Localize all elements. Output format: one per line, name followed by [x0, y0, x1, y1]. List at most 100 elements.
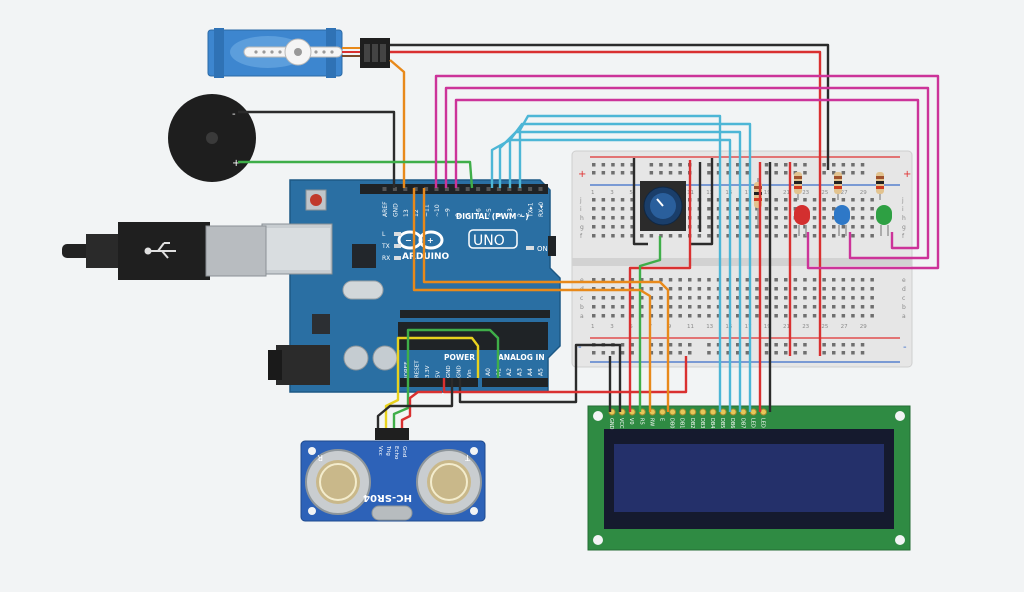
column-number: 27: [841, 324, 848, 330]
lcd-pin-label: GND: [608, 418, 614, 430]
digital-pin-label: TX▸1: [528, 202, 535, 218]
column-number: 9: [668, 324, 672, 330]
column-number: 3: [610, 324, 614, 330]
row-label: g: [580, 224, 584, 231]
sensor-side-r: R: [317, 453, 323, 462]
lcd-pin-label: RS: [638, 418, 644, 425]
digital-pin-label: ~5: [486, 208, 493, 217]
power-pin-label: Vin: [467, 369, 473, 378]
rail-plus-label: +: [578, 169, 586, 180]
status-led-label: L: [382, 231, 386, 238]
lcd-pin-label: DB6: [729, 418, 735, 428]
rail-minus-label-right: -: [903, 342, 907, 353]
power-pin-label: RESET: [415, 360, 421, 378]
usb-icon: [144, 242, 176, 259]
arduino-brand-text: ARDUINO: [402, 252, 450, 262]
digital-label: DIGITAL (PWM ~): [456, 212, 529, 221]
column-number: 5: [629, 190, 633, 196]
column-number: 11: [687, 324, 694, 330]
row-label: e: [902, 277, 906, 284]
row-label: j: [901, 197, 904, 204]
lcd-pin-label: DB3: [699, 418, 705, 428]
buzzer-plus-label: +: [232, 158, 240, 169]
analog-pin-label: A4: [527, 368, 534, 376]
lcd-pin-label: LED: [760, 418, 766, 428]
row-label: i: [902, 206, 904, 213]
led-red: [794, 205, 810, 236]
analog-pin-label: A0: [485, 368, 492, 376]
digital-pin-label: ~9: [444, 208, 451, 217]
wire-led-blue: [444, 86, 930, 260]
resistor-2: [794, 172, 802, 200]
column-number: 3: [610, 190, 614, 196]
wire-servo-gnd: [390, 43, 830, 170]
analog-pin-label: A3: [517, 368, 524, 376]
row-label: i: [580, 206, 582, 213]
sensor-pin-label: Echo: [393, 446, 399, 460]
row-label: c: [902, 295, 905, 302]
power-pin-label: GND: [446, 365, 452, 378]
sensor-side-t: T: [465, 453, 471, 462]
column-number: 25: [821, 324, 828, 330]
row-label: d: [902, 286, 906, 293]
column-number: 13: [706, 324, 713, 330]
column-number: 17: [745, 324, 752, 330]
lcd-pin-label: DB5: [719, 418, 725, 428]
status-led-label: TX: [381, 243, 390, 250]
wire-servo-signal: [389, 59, 406, 188]
column-number: 21: [783, 324, 790, 330]
digital-pin-label: ~10: [434, 204, 441, 217]
row-label: f: [580, 233, 583, 240]
lcd-pin-label: VCC: [618, 418, 624, 429]
lcd-pin-label: DB1: [679, 418, 685, 428]
wire-5v: [442, 356, 688, 394]
column-number: 1: [591, 190, 595, 196]
wire-servo-vcc: [390, 50, 822, 356]
column-number: 27: [841, 190, 848, 196]
wire-lcd-db5: [508, 122, 752, 412]
column-number: 25: [821, 190, 828, 196]
analog-pin-label: A5: [538, 368, 545, 376]
digital-pin-label: GND: [392, 203, 399, 217]
sensor-model-label: HC-SR04: [363, 492, 412, 503]
wire-pot-vcc-side: [690, 158, 714, 246]
rail-plus-label-right: +: [903, 169, 911, 180]
rail-minus-label: -: [578, 342, 582, 353]
lcd-pin-label: V0: [628, 418, 634, 425]
row-label: b: [580, 304, 584, 311]
digital-pin-label: 8: [455, 213, 462, 217]
on-led-label: ON: [537, 245, 548, 253]
usb-cable: [62, 222, 267, 280]
column-number: 29: [860, 324, 867, 330]
digital-pin-label: 13: [403, 209, 410, 217]
wire-led-green: [454, 98, 920, 250]
led-green: [876, 205, 892, 236]
column-number: 23: [802, 190, 809, 196]
wire-lcd-db4: [518, 114, 722, 412]
arduino-model-text: UNO: [473, 233, 505, 249]
analog-label: ANALOG IN: [498, 353, 545, 362]
power-pin-label: 3.3V: [425, 365, 431, 378]
digital-pin-label: 7: [465, 213, 472, 217]
digital-pin-label: 2: [517, 213, 524, 217]
power-pin-label: 5V: [436, 371, 442, 378]
lcd-pin-label: DB0: [669, 418, 675, 428]
row-label: h: [902, 215, 906, 222]
lcd-pin-label: E: [659, 418, 665, 421]
micro-servo: [207, 28, 390, 78]
potentiometer-knob: [656, 198, 664, 207]
lcd-pin-label: DB2: [689, 418, 695, 428]
led-blue: [834, 205, 850, 236]
sensor-pin-label: Vcc: [377, 446, 383, 456]
column-number: 1: [591, 324, 595, 330]
digital-pin-label: 12: [413, 209, 420, 217]
wire-lcd-e: [422, 188, 670, 412]
wire-lcd-rs: [412, 188, 652, 412]
row-label: b: [902, 304, 906, 311]
column-number: 21: [783, 190, 790, 196]
digital-pin-label: ~3: [507, 208, 514, 217]
digital-pin-label: AREF: [382, 201, 389, 217]
